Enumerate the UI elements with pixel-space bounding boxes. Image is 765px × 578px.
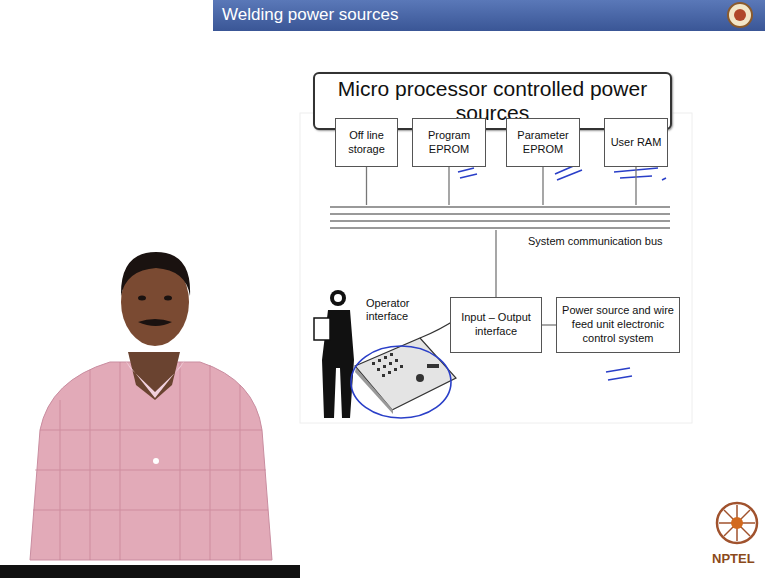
- connector-line: [542, 167, 543, 205]
- logo-text: NPTEL: [712, 551, 764, 567]
- node-text: Off line storage: [340, 129, 393, 157]
- node-text: Power source and wire feed unit electron…: [561, 304, 675, 345]
- keypad-pendant: [355, 318, 458, 414]
- node-text: System communication bus: [528, 235, 663, 247]
- control-box: Power source and wire feed unit electron…: [556, 297, 680, 353]
- node-text: Program EPROM: [417, 129, 481, 157]
- bus-lines: [330, 205, 670, 230]
- connector-line: [635, 167, 636, 205]
- connector-line: [366, 167, 367, 205]
- memory-box: User RAM: [604, 118, 668, 167]
- title-bar: [213, 0, 765, 31]
- node-text: Parameter EPROM: [511, 129, 575, 157]
- diagram-panel: [300, 113, 692, 423]
- connector-line: [448, 167, 449, 205]
- video-bar: [0, 565, 300, 578]
- connector-line: [495, 230, 496, 297]
- institute-logo: [728, 3, 752, 27]
- node-text: User RAM: [611, 136, 662, 150]
- interface-box: Input – Output interface: [450, 297, 542, 353]
- figure-label: Operator interface: [366, 297, 428, 323]
- presenter: [30, 252, 272, 560]
- memory-box: Parameter EPROM: [506, 118, 580, 167]
- nptel-logo: [717, 503, 757, 543]
- memory-box: Program EPROM: [412, 118, 486, 167]
- slide-title: Welding power sources: [222, 5, 398, 25]
- storage-box: Off line storage: [335, 118, 398, 167]
- connector-line: [542, 324, 556, 325]
- system-bus: System communication bus: [330, 205, 670, 230]
- pen-annotations: [351, 164, 666, 418]
- operator-figure: [314, 290, 354, 418]
- node-text: Input – Output interface: [455, 311, 537, 339]
